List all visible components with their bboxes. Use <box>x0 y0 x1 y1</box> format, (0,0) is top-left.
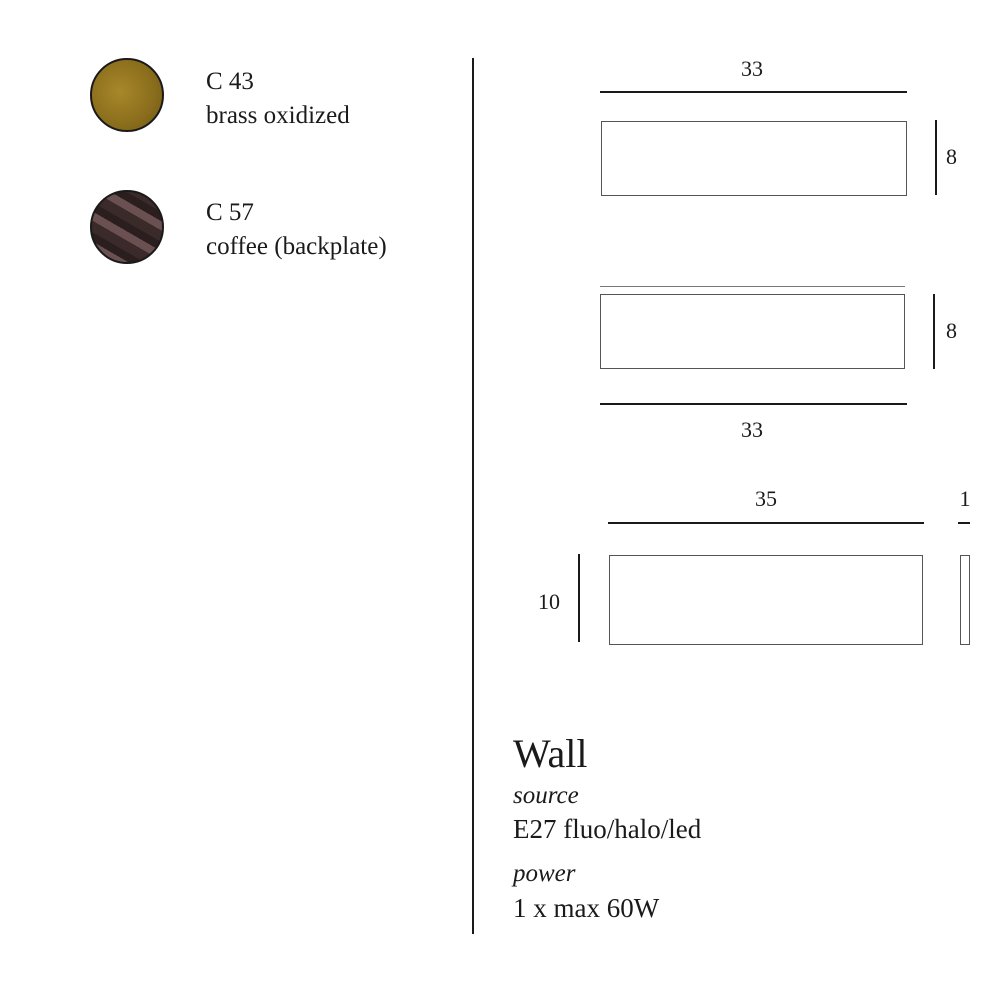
finish-name: brass oxidized <box>206 102 350 129</box>
dimension-height: 8 <box>946 318 957 343</box>
dimension-width: 33 <box>741 417 763 442</box>
finish-name: coffee (backplate) <box>206 233 387 260</box>
power-value: 1 x max 60W <box>513 893 660 923</box>
dimension-line <box>578 554 580 642</box>
front-view-drawing <box>600 294 905 369</box>
source-value: E27 fluo/halo/led <box>513 814 702 844</box>
finish-swatch-brass-oxidized <box>90 58 164 132</box>
column-divider <box>472 58 474 934</box>
dimension-width: 33 <box>741 56 763 81</box>
finish-code: C 57 <box>206 199 254 226</box>
finish-code: C 43 <box>206 68 254 95</box>
backplate-line <box>600 286 905 287</box>
profile-drawing <box>960 555 970 645</box>
dimension-line <box>935 120 937 195</box>
dimension-line <box>600 403 907 405</box>
power-label: power <box>513 860 576 887</box>
dimension-line <box>600 91 907 93</box>
side-view-drawing <box>609 555 923 645</box>
finish-swatch-coffee <box>90 190 164 264</box>
dimension-depth: 1 <box>959 486 971 511</box>
product-title: Wall <box>513 731 588 776</box>
source-label: source <box>513 782 579 809</box>
dimension-height: 10 <box>538 589 560 614</box>
dimension-line <box>933 294 935 369</box>
dimension-line <box>958 522 970 524</box>
dimension-line <box>608 522 924 524</box>
dimension-width: 35 <box>755 486 777 511</box>
top-view-drawing <box>601 121 907 196</box>
dimension-height: 8 <box>946 144 957 169</box>
